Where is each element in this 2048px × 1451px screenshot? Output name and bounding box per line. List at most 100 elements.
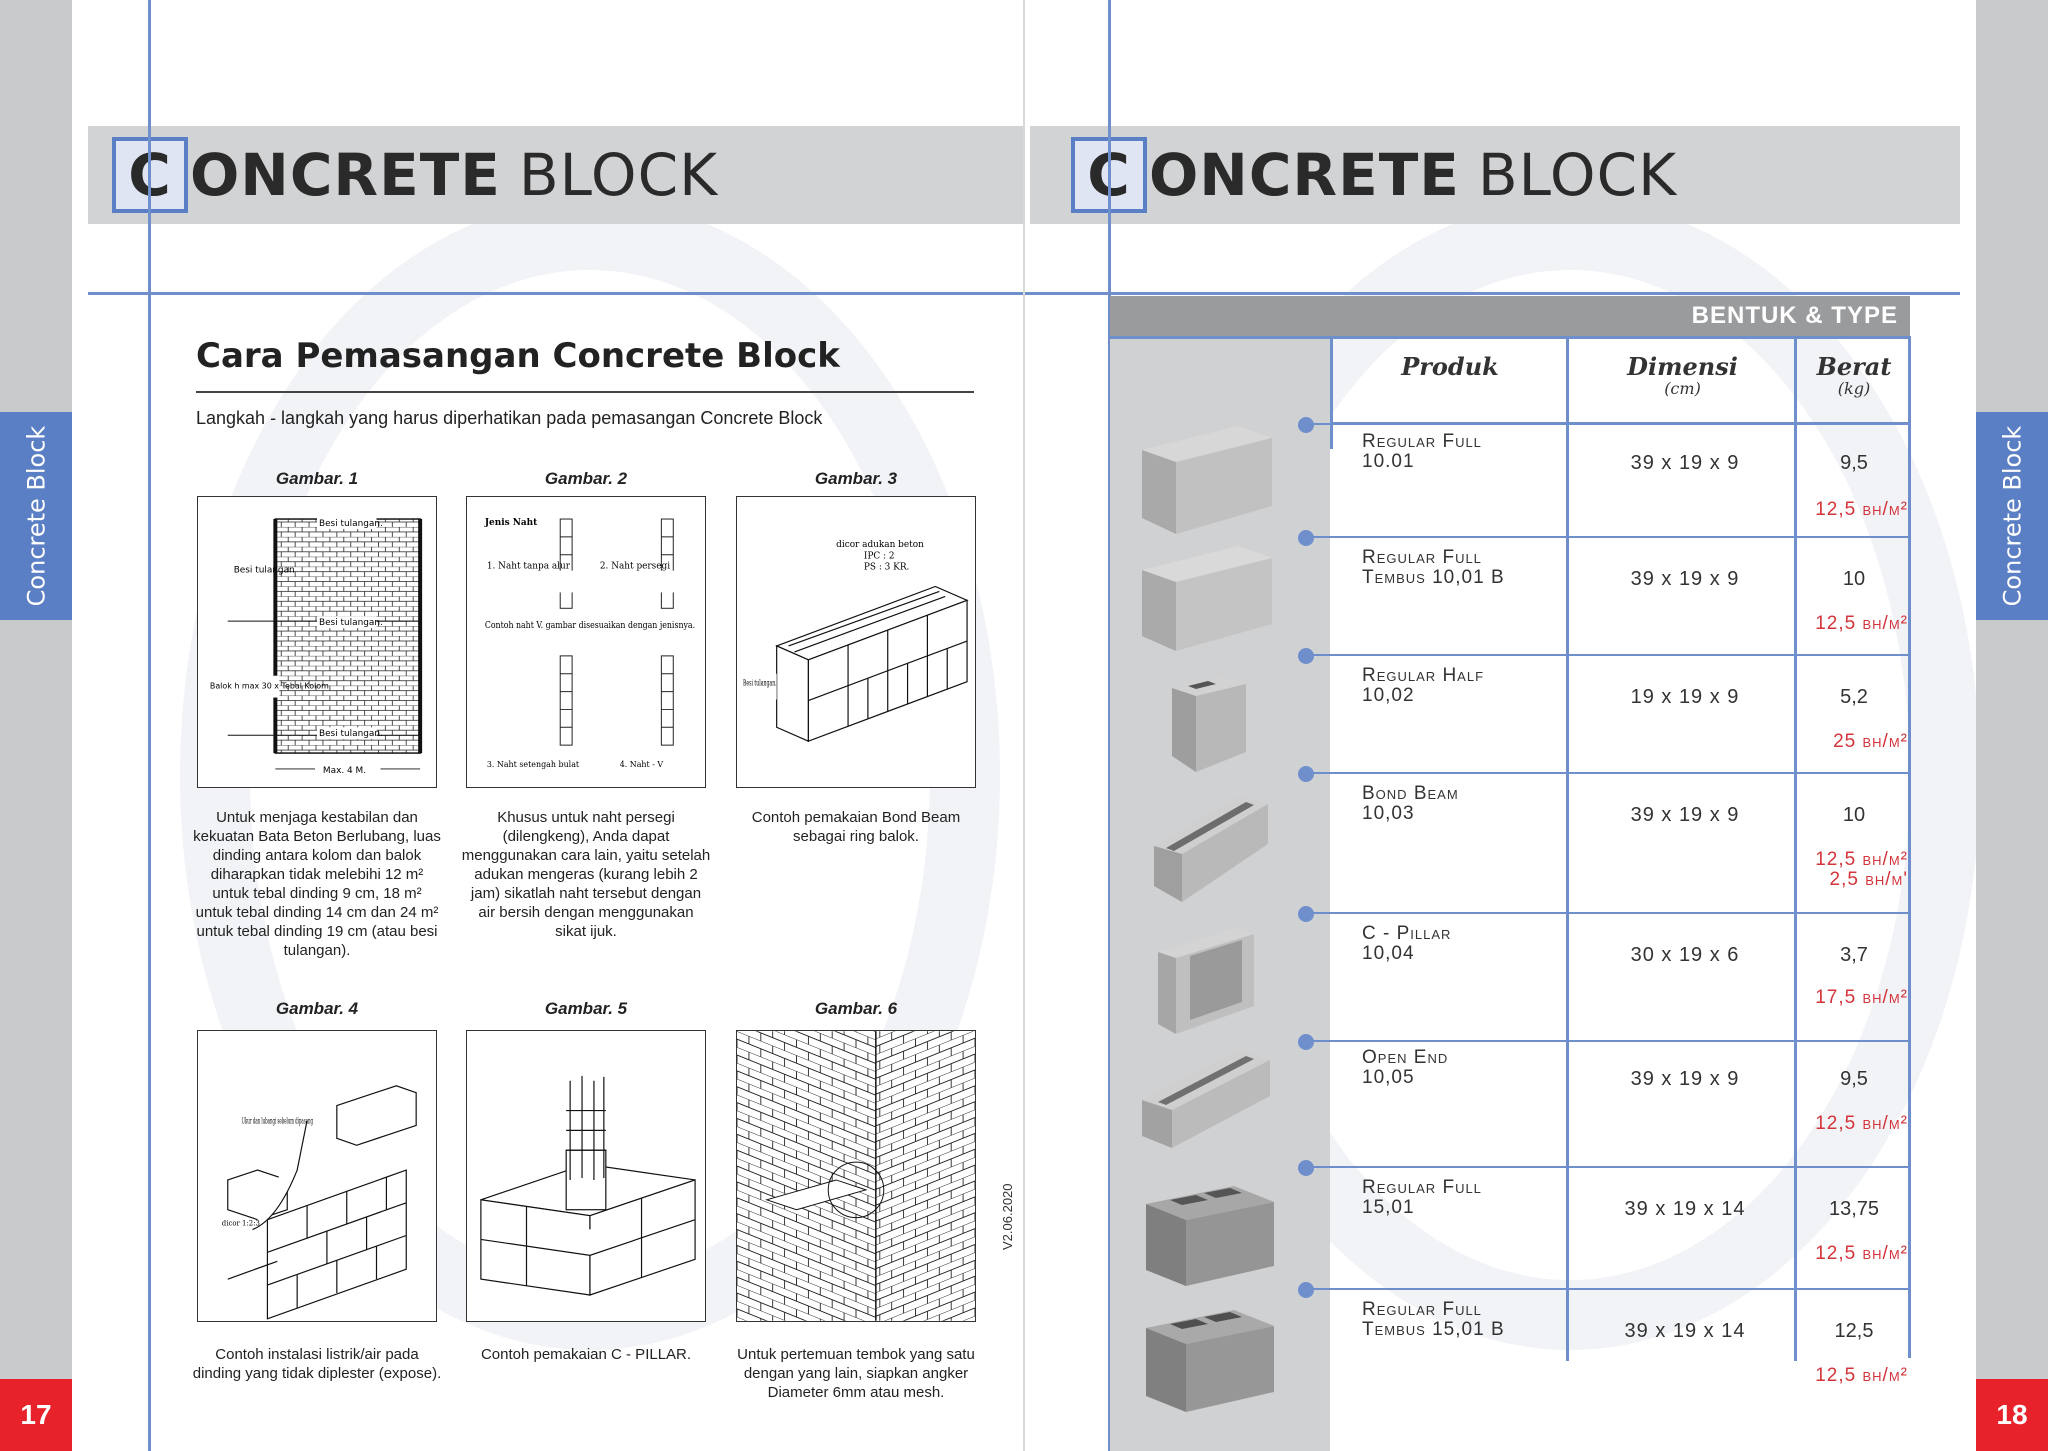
figure-3-caption: Contoh pemakaian Bond Beam sebagai ring … — [751, 809, 961, 845]
block-regular-half-10-02-image — [1172, 676, 1246, 772]
side-tab-left: Concrete Block — [0, 412, 72, 620]
figure-1-drawing: Besi tulangan. Besi tulangan Besi tulang… — [197, 496, 437, 788]
fig2-note-4: Contoh naht V. gambar disesuaikan dengan… — [485, 621, 695, 631]
product-line-1: C - Pillar — [1362, 923, 1452, 944]
row-2-quantity: 12,5 bh/m² — [1700, 614, 1908, 634]
quantity-line-1: 12,5 bh/m² — [1815, 1365, 1908, 1386]
type-bar: BENTUK & TYPE — [1110, 296, 1910, 336]
table-divider-product — [1330, 339, 1333, 449]
row-marker — [1298, 906, 1314, 922]
row-7-quantity: 12,5 bh/m² — [1700, 1244, 1908, 1264]
column-product-label: Produk — [1401, 352, 1499, 381]
figure-2-drawing: Jenis Naht 1. Naht tanpa alur 2. Naht pe… — [466, 496, 706, 788]
quantity-line-1: 12,5 bh/m² — [1815, 613, 1908, 634]
row-4-dimension: 39 x 19 x 9 — [1630, 804, 1740, 826]
page-title-left: C ONCRETE BLOCK — [112, 126, 718, 224]
product-line-2: Tembus 15,01 B — [1362, 1319, 1505, 1340]
column-dimension-header: Dimensi (cm) — [1570, 352, 1795, 398]
product-line-1: Regular Full — [1362, 1177, 1482, 1198]
header-band-left — [88, 126, 1023, 224]
row-8-weight: 12,5 — [1834, 1320, 1874, 1342]
page-gutter — [1023, 0, 1025, 1451]
quantity-line-1: 17,5 bh/m² — [1815, 987, 1908, 1008]
block-regular-full-tembus-15-01-b-image — [1146, 1310, 1274, 1412]
row-3-quantity: 25 bh/m² — [1700, 732, 1908, 752]
product-line-1: Regular Full — [1362, 431, 1482, 452]
row-rule — [1305, 1166, 1910, 1168]
product-line-2: 10,05 — [1362, 1067, 1415, 1088]
fig2-note-3: 2. Naht persegi — [600, 562, 670, 572]
title-regular-part: BLOCK — [1477, 141, 1678, 209]
fig2-note-2: 1. Naht tanpa alur — [487, 562, 571, 572]
column-product-header: Produk — [1340, 352, 1560, 381]
product-line-2: Tembus 10,01 B — [1362, 567, 1505, 588]
fig1-note-6: Max. 4 M. — [323, 766, 366, 776]
row-rule — [1305, 912, 1910, 914]
row-8-dimension: 39 x 19 x 14 — [1624, 1320, 1746, 1342]
title-regular-part: BLOCK — [518, 141, 719, 209]
figure-6-drawing — [736, 1030, 976, 1322]
quantity-line-1: 12,5 bh/m² — [1815, 1113, 1908, 1134]
row-8-quantity: 12,5 bh/m² — [1700, 1366, 1908, 1386]
figure-1-label: Gambar. 1 — [275, 469, 359, 488]
figure-3-drawing: dicor adukan beton IPC : 2 PS : 3 KR. Be… — [736, 496, 976, 788]
section-intro: Langkah - langkah yang harus diperhatika… — [196, 408, 823, 428]
quantity-line-1: 12,5 bh/m² — [1815, 849, 1908, 870]
page-number-left: 17 — [0, 1379, 72, 1451]
header-band-right — [1030, 126, 1960, 224]
block-open-end-10-05-image — [1142, 1050, 1270, 1148]
side-tab-right: Concrete Block — [1976, 412, 2048, 620]
page-title-right: C ONCRETE BLOCK — [1071, 126, 1677, 224]
side-tab-right-label: Concrete Block — [1998, 425, 2027, 607]
section-rule — [196, 391, 974, 393]
row-rule — [1305, 772, 1910, 774]
figure-6-caption: Untuk pertemuan tembok yang satu dengan … — [737, 1346, 975, 1401]
product-line-2: 15,01 — [1362, 1197, 1415, 1218]
fig1-note-5: Besi tulangan. — [319, 729, 383, 739]
section-title: Cara Pemasangan Concrete Block — [196, 336, 840, 376]
figure-4-label: Gambar. 4 — [275, 999, 359, 1018]
product-line-1: Bond Beam — [1362, 783, 1459, 804]
quantity-line-1: 12,5 bh/m² — [1815, 1243, 1908, 1264]
row-rule — [1305, 654, 1910, 656]
title-bold-part: ONCRETE — [1149, 141, 1460, 209]
product-line-1: Open End — [1362, 1047, 1449, 1068]
fig4-note-2: dicor 1:2:3 — [222, 1220, 260, 1228]
right-side-strip — [1976, 0, 2048, 1451]
row-6-weight: 9,5 — [1840, 1068, 1868, 1090]
block-bond-beam-10-03-image — [1154, 796, 1268, 902]
row-5-dimension: 30 x 19 x 6 — [1630, 944, 1740, 966]
row-marker — [1298, 1160, 1314, 1176]
product-line-1: Regular Full — [1362, 547, 1482, 568]
row-5-weight: 3,7 — [1840, 944, 1868, 966]
product-line-2: 10,04 — [1362, 943, 1415, 964]
figure-4-caption: Contoh instalasi listrik/air pada dindin… — [192, 1346, 442, 1382]
fig1-note-3: Besi tulangan. — [319, 618, 383, 628]
block-regular-full-15-01-image — [1146, 1186, 1274, 1286]
quantity-line-1: 12,5 bh/m² — [1815, 499, 1908, 520]
figure-2-label: Gambar. 2 — [544, 469, 628, 488]
title-initial-box: C — [112, 137, 188, 213]
figure-5-drawing — [466, 1030, 706, 1322]
product-line-1: Regular Full — [1362, 1299, 1482, 1320]
fig1-note-1: Besi tulangan. — [319, 519, 383, 529]
column-weight-header: Berat (kg) — [1798, 352, 1910, 398]
row-6-quantity: 12,5 bh/m² — [1700, 1114, 1908, 1134]
figure-4-drawing: Ukur dan lubangi sebelum dipasang dicor … — [197, 1030, 437, 1322]
title-bold-part: ONCRETE — [190, 141, 501, 209]
row-rule — [1305, 1288, 1910, 1290]
block-regular-full-tembus-10-01-b-image — [1142, 546, 1272, 651]
fig2-note-1: Jenis Naht — [484, 518, 538, 528]
row-6-dimension: 39 x 19 x 9 — [1630, 1068, 1740, 1090]
row-7-weight: 13,75 — [1828, 1198, 1880, 1220]
row-1-dimension: 39 x 19 x 9 — [1630, 452, 1740, 474]
product-line-2: 10.01 — [1362, 451, 1415, 472]
table-divider-weight — [1794, 339, 1797, 1361]
fig3-note-3: PS : 3 KR. — [864, 563, 909, 573]
row-marker — [1298, 417, 1314, 433]
guide-vertical-right — [1108, 0, 1111, 1451]
